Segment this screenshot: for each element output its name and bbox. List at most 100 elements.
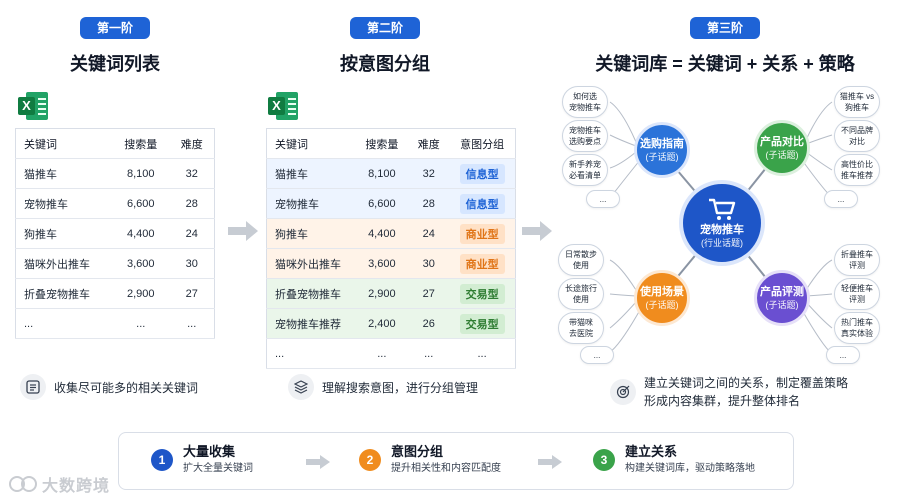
step-number: 2 xyxy=(359,449,381,471)
step-number: 1 xyxy=(151,449,173,471)
step-desc: 扩大全量关键词 xyxy=(183,463,253,474)
layers-icon xyxy=(288,374,314,400)
intent-tag: 信息型 xyxy=(459,193,505,214)
topic-subtitle: (子话题) xyxy=(645,152,679,162)
table-header: 关键词 搜索量 难度 意图分组 xyxy=(266,128,516,159)
table-row: ............ xyxy=(266,338,516,369)
cell: 3,600 xyxy=(112,248,170,279)
cell: 交易型 xyxy=(449,278,516,309)
cell: ... xyxy=(112,308,170,339)
stage3-title: 关键词库 = 关键词 + 关系 + 策略 xyxy=(595,54,855,74)
col-keyword: 关键词 xyxy=(266,128,356,159)
col-difficulty: 难度 xyxy=(408,128,450,159)
stage2-pill: 第二阶段 xyxy=(350,17,420,57)
cell: ... xyxy=(408,338,450,369)
cell: 狗推车 xyxy=(266,218,356,249)
cell: ... xyxy=(266,338,356,369)
cell: 28 xyxy=(408,188,450,219)
intent-tag: 商业型 xyxy=(459,253,505,274)
cell: ... xyxy=(169,308,215,339)
intent-tag: 信息型 xyxy=(459,163,505,184)
table-header: 关键词 搜索量 难度 xyxy=(15,128,215,159)
topic-node-review: 产品评测 (子话题) xyxy=(754,270,810,326)
center-node: 宠物推车 (行业话题) xyxy=(679,180,765,266)
cell: 8,100 xyxy=(355,158,409,189)
cell: 30 xyxy=(408,248,450,279)
step-relation: 3 建立关系 构建关键词库，驱动策略落地 xyxy=(593,443,755,477)
cell: ... xyxy=(449,338,516,369)
process-bar: 1 大量收集 扩大全量关键词 2 意图分组 提升相关性和内容匹配度 3 建立关系… xyxy=(118,432,794,490)
stage1-pill: 第一阶段 xyxy=(80,17,150,57)
cell: 猫推车 xyxy=(266,158,356,189)
watermark-text: 大数跨境 xyxy=(42,478,111,495)
cell: 宠物推车推荐 xyxy=(266,308,356,339)
arrow-right-icon xyxy=(306,455,330,469)
target-icon xyxy=(610,379,636,405)
cell: 信息型 xyxy=(449,158,516,189)
leaf-node: 折叠推车 评测 xyxy=(834,244,880,276)
step-group: 2 意图分组 提升相关性和内容匹配度 xyxy=(359,443,501,477)
topic-title: 产品评测 xyxy=(760,286,804,298)
table-row: ......... xyxy=(15,308,215,339)
cell: 信息型 xyxy=(449,188,516,219)
leaf-node: 不同品牌 对比 xyxy=(834,120,880,152)
caption-group: 理解搜索意图，进行分组管理 xyxy=(288,374,478,400)
col-volume: 搜索量 xyxy=(112,128,170,159)
leaf-node: 日常散步 使用 xyxy=(558,244,604,276)
leaf-node: ... xyxy=(580,346,614,364)
cell: 商业型 xyxy=(449,218,516,249)
leaf-node: 长途旅行 使用 xyxy=(558,278,604,310)
cell: 交易型 xyxy=(449,308,516,339)
center-subtitle: (行业话题) xyxy=(701,238,743,248)
topic-node-guide: 选购指南 (子话题) xyxy=(634,122,690,178)
cart-icon xyxy=(709,198,736,220)
leaf-node: 如何选 宠物推车 xyxy=(562,86,608,118)
intent-tag: 交易型 xyxy=(459,283,505,304)
cell: 24 xyxy=(408,218,450,249)
watermark: 大数跨境 xyxy=(8,472,110,496)
step-title: 建立关系 xyxy=(625,444,678,459)
cell: 折叠宠物推车 xyxy=(15,278,113,309)
step-collect: 1 大量收集 扩大全量关键词 xyxy=(151,443,253,477)
cell: 28 xyxy=(169,188,215,219)
leaf-node: 猫推车 vs 狗推车 xyxy=(834,86,880,118)
step-desc: 提升相关性和内容匹配度 xyxy=(391,463,501,474)
cell: 24 xyxy=(169,218,215,249)
stage2-title: 按意图分组 xyxy=(340,54,430,74)
cell: 6,600 xyxy=(355,188,409,219)
leaf-node: 新手养宠 必看清单 xyxy=(562,154,608,186)
topic-node-compare: 产品对比 (子话题) xyxy=(754,120,810,176)
step-desc: 构建关键词库，驱动策略落地 xyxy=(625,463,755,474)
cell: 30 xyxy=(169,248,215,279)
cell: 3,600 xyxy=(355,248,409,279)
cell: 8,100 xyxy=(112,158,170,189)
caption-text: 收集尽可能多的相关关键词 xyxy=(54,380,199,395)
cell: 6,600 xyxy=(112,188,170,219)
topic-subtitle: (子话题) xyxy=(765,150,799,160)
center-title: 宠物推车 xyxy=(700,224,744,236)
caption-relation: 建立关键词之间的关系，制定覆盖策略 形成内容集群，提升整体排名 xyxy=(610,374,848,410)
topic-subtitle: (子话题) xyxy=(645,300,679,310)
cell: 2,900 xyxy=(112,278,170,309)
cell: 猫咪外出推车 xyxy=(15,248,113,279)
cell: 狗推车 xyxy=(15,218,113,249)
leaf-node: ... xyxy=(824,190,858,208)
list-icon xyxy=(20,374,46,400)
col-volume: 搜索量 xyxy=(355,128,409,159)
cell: 2,900 xyxy=(355,278,409,309)
caption-collect: 收集尽可能多的相关关键词 xyxy=(20,374,198,400)
step-title: 大量收集 xyxy=(183,444,236,459)
leaf-node: 轻便推车 评测 xyxy=(834,278,880,310)
leaf-node: 宠物推车 选购要点 xyxy=(562,120,608,152)
excel-icon: X xyxy=(268,92,298,120)
cell: ... xyxy=(15,308,113,339)
caption-text: 理解搜索意图，进行分组管理 xyxy=(322,380,479,395)
